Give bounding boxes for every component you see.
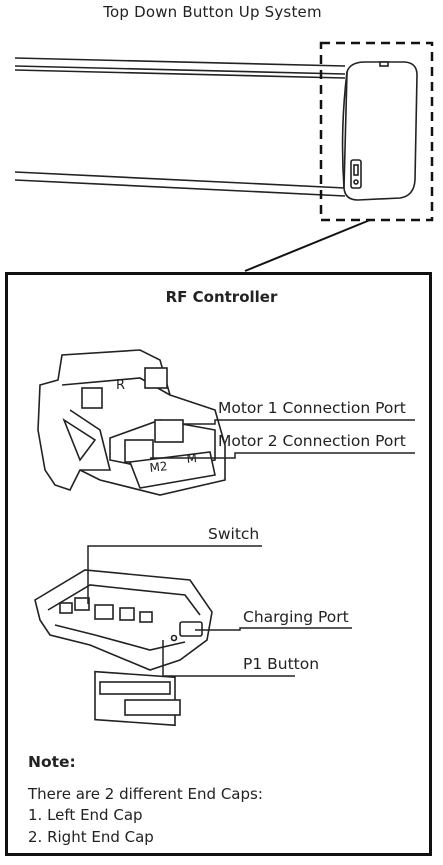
diagram-title: Top Down Button Up System	[103, 3, 322, 21]
label-motor2-port: Motor 2 Connection Port	[218, 432, 406, 450]
leader-motor1	[183, 419, 415, 425]
panel-title: RF Controller	[165, 288, 278, 306]
rail-bottom	[14, 171, 346, 197]
leader-p1	[162, 640, 295, 677]
detail-leader	[244, 219, 371, 272]
detail-highlight	[319, 41, 434, 222]
rf-module-bottom	[34, 569, 213, 727]
leader-charging	[195, 627, 352, 631]
leader-switch	[87, 545, 262, 604]
end-cap	[341, 61, 418, 201]
leader-motor2	[150, 452, 415, 459]
label-motor1-port: Motor 1 Connection Port	[218, 399, 406, 417]
label-charging-port: Charging Port	[243, 608, 349, 626]
label-p1-button: P1 Button	[243, 655, 320, 673]
module-marking-m2: M2	[149, 459, 168, 475]
rf-module-top	[37, 349, 226, 496]
note-item: 1. Left End Cap	[28, 806, 143, 824]
note-heading: Note:	[28, 753, 76, 771]
note-item: 2. Right End Cap	[28, 828, 154, 846]
rf-controller-panel	[5, 272, 432, 856]
note-intro: There are 2 different End Caps:	[28, 785, 263, 803]
label-switch: Switch	[208, 525, 260, 543]
module-marking-r: R	[116, 378, 125, 393]
rail-top	[14, 57, 346, 79]
